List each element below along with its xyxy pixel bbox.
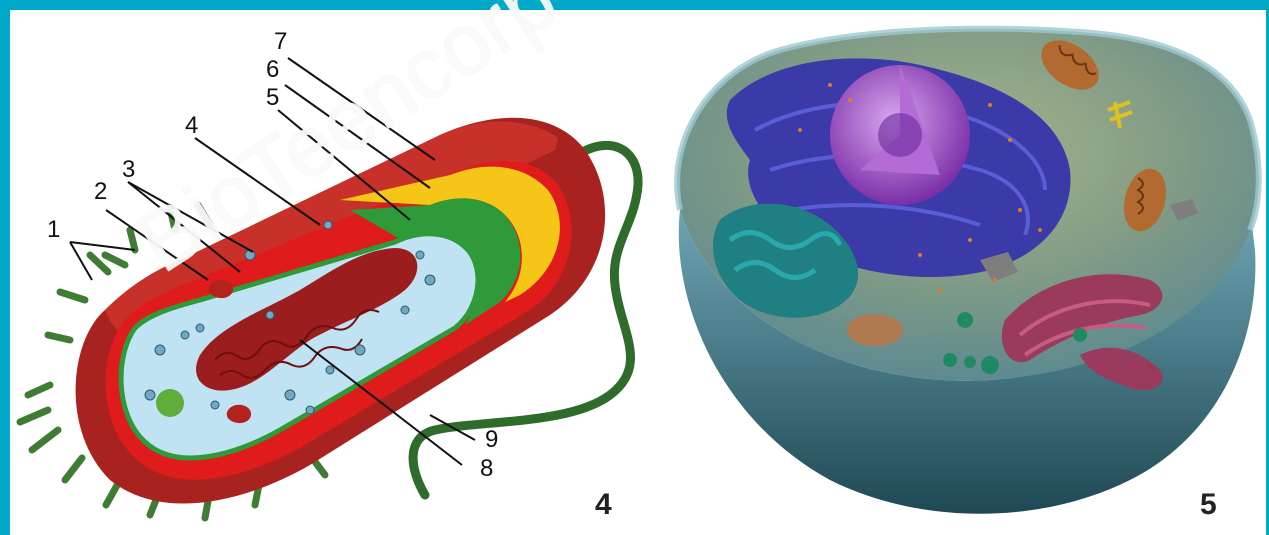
panel-number-4: 4	[595, 490, 612, 520]
lysosome	[847, 314, 903, 346]
animal-cell-illustration	[660, 10, 1266, 535]
callout-label-6: 6	[266, 58, 279, 82]
callout-label-5: 5	[266, 86, 279, 110]
callout-label-7: 7	[274, 30, 287, 54]
callout-label-9: 9	[485, 428, 498, 452]
frame-border-top	[0, 0, 1269, 10]
storage-granule	[156, 389, 184, 417]
bacterium-illustration	[10, 10, 660, 535]
bacterium-panel: 1 2 3 4 5 6 7 8 9 4	[10, 10, 660, 535]
animal-cell-panel: 5	[660, 10, 1266, 535]
callout-label-8: 8	[480, 457, 493, 481]
callout-label-2: 2	[94, 180, 107, 204]
nucleolus	[878, 113, 922, 157]
callout-label-1: 1	[47, 218, 60, 242]
panel-number-5: 5	[1200, 490, 1217, 520]
callout-label-4: 4	[185, 114, 198, 138]
frame-border-left	[0, 0, 10, 535]
callout-label-3: 3	[122, 158, 135, 182]
